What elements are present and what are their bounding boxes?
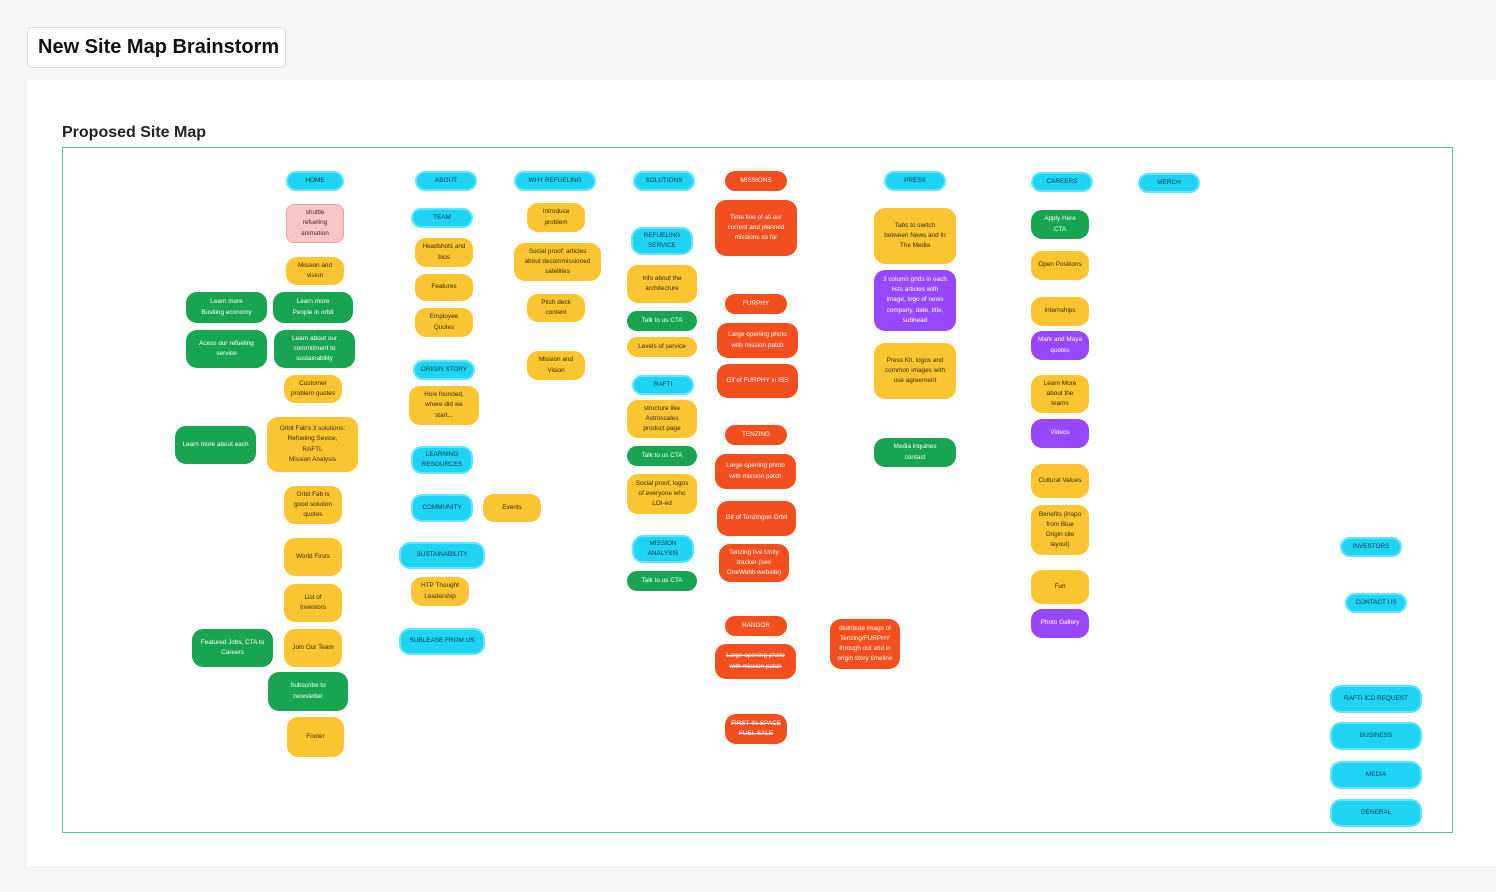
- node-media[interactable]: MEDIA: [1330, 761, 1422, 789]
- node-join-our-team[interactable]: Join Our Team: [284, 629, 342, 667]
- node-learn-more-people-in-orbit[interactable]: Learn more People in orbit: [273, 292, 353, 323]
- node-tenzing-live-tracker[interactable]: Tenzing live Unity tracker (see OneWebb …: [719, 544, 789, 582]
- node-cultural-values[interactable]: Cultural Values: [1031, 464, 1089, 498]
- node-rangor-photo[interactable]: Large opening photo with mission patch: [715, 644, 796, 679]
- node-merch[interactable]: MERCH: [1138, 173, 1200, 193]
- node-press-kit[interactable]: Press Kit, logos and common images with …: [874, 343, 956, 399]
- node-info-architecture[interactable]: Info about the architecture: [627, 265, 697, 303]
- node-good-solution-quotes[interactable]: Orbit Fab is good solution quotes: [284, 486, 342, 524]
- node-open-positions[interactable]: Open Positions: [1031, 251, 1089, 280]
- node-talk-to-us-cta-3[interactable]: Talk to us CTA: [627, 571, 697, 591]
- node-column-grids[interactable]: 3 column grids in each lists articles wi…: [874, 270, 956, 331]
- node-pitch-deck-content[interactable]: Pitch deck content: [527, 294, 585, 322]
- node-origin-story[interactable]: ORIGIN STORY: [413, 360, 475, 380]
- node-refueling-service[interactable]: REFUELING SERVICE: [631, 227, 693, 255]
- node-social-proof-logos[interactable]: Social proof, logos of everyone who LOI-…: [627, 474, 697, 514]
- node-benefits[interactable]: Benefits (inspo from Blue Origin site la…: [1031, 505, 1089, 555]
- node-photo-gallery[interactable]: Photo Gallery: [1031, 609, 1089, 638]
- node-investors[interactable]: INVESTORS: [1340, 537, 1402, 557]
- node-headshots-and-bios[interactable]: Headshots and bios: [415, 238, 473, 267]
- section-title: Proposed Site Map: [62, 124, 207, 141]
- node-orbit-fab-3-solutions[interactable]: Orbit Fab's 3 solutions: Refueling Sevic…: [267, 417, 358, 472]
- node-learn-commitment-sustainability[interactable]: Learn about our commitment to sustainabi…: [274, 330, 355, 368]
- node-list-of-investors[interactable]: List of Investors: [284, 584, 342, 622]
- node-missions[interactable]: MISSIONS: [725, 171, 787, 191]
- site-map-frame[interactable]: [62, 147, 1453, 833]
- node-distribute-images[interactable]: distribute imags of Tenzing/FURPHY throu…: [830, 619, 900, 669]
- board-title: New Site Map Brainstorm: [27, 27, 286, 68]
- node-features[interactable]: Features: [415, 274, 473, 301]
- node-home[interactable]: HOME: [286, 171, 344, 191]
- node-customer-problem-quotes[interactable]: Customer problem quotes: [284, 375, 342, 403]
- node-introduce-problem[interactable]: Introduce problem: [527, 203, 585, 232]
- node-tenzing-photo[interactable]: Large opening photo with mission patch: [715, 454, 796, 489]
- node-htp-thought-leadership[interactable]: HTP Thought Leadership: [411, 577, 469, 606]
- node-learn-more-about-each[interactable]: Learn more about each: [175, 426, 256, 464]
- node-sublease-from-us[interactable]: SUBLEASE FROM US: [399, 628, 485, 655]
- node-videos[interactable]: Videos: [1031, 419, 1089, 448]
- node-how-founded[interactable]: How founded, where did we start...: [409, 386, 479, 425]
- node-world-firsts[interactable]: World Firsts: [284, 538, 342, 576]
- node-first-in-space-fuel-sale[interactable]: FIRST-IN-SPACE FUEL SALE: [725, 714, 787, 744]
- node-talk-to-us-cta-2[interactable]: Talk to us CTA: [627, 446, 697, 466]
- node-solutions[interactable]: SOLUTIONS: [633, 171, 695, 191]
- node-featured-jobs[interactable]: Featured Jobs, CTA to Careers: [192, 629, 273, 667]
- node-media-inquiries[interactable]: Media inquiries contact: [874, 438, 956, 467]
- node-press[interactable]: PRESS: [884, 171, 946, 191]
- node-learning-resources[interactable]: LEARNING RESOURCES: [411, 446, 473, 474]
- node-subscribe-newsletter[interactable]: Subscribe to newsletter: [268, 672, 348, 711]
- node-events[interactable]: Events: [483, 494, 541, 522]
- node-apply-here-cta[interactable]: Apply Here CTA: [1031, 210, 1089, 239]
- node-employee-quotes[interactable]: Employee Quotes: [415, 308, 473, 337]
- node-shuttle-refueling-animation[interactable]: shuttle refueling animation: [286, 204, 344, 243]
- node-learn-more-teams[interactable]: Learn More about the teams: [1031, 375, 1089, 413]
- node-careers[interactable]: CAREERS: [1031, 172, 1093, 192]
- node-gif-tenzingon-orbit[interactable]: Gif of Tenzingon Orbit: [717, 501, 796, 536]
- node-structure-like-astroscales[interactable]: structure like Astroscales product page: [627, 400, 697, 438]
- node-rafti[interactable]: RAFTI: [632, 375, 694, 395]
- node-timeline-missions[interactable]: Time line of all our current and planned…: [715, 200, 797, 256]
- node-sustainability[interactable]: SUSTAINABILITY: [399, 542, 485, 569]
- node-internships[interactable]: Internships: [1031, 297, 1089, 326]
- node-talk-to-us-cta-1[interactable]: Talk to us CTA: [627, 311, 697, 331]
- node-levels-of-service[interactable]: Levels of service: [627, 337, 697, 357]
- node-mark-maya-quotes[interactable]: Mark and Maya quotes: [1031, 331, 1089, 360]
- node-furphy[interactable]: FURPHY: [725, 294, 787, 314]
- node-business[interactable]: BUSINESS: [1330, 722, 1422, 750]
- node-social-proof-articles[interactable]: Social proof: articles about decommissio…: [514, 243, 601, 281]
- node-about[interactable]: ABOUT: [415, 171, 477, 191]
- node-mission-and-vision-2[interactable]: Mission and Vision: [527, 351, 585, 380]
- node-rangor[interactable]: RANGOR: [725, 616, 787, 636]
- node-why-refueling[interactable]: WHY REFUELING: [514, 171, 596, 191]
- node-tenzing[interactable]: TENZING: [725, 425, 787, 445]
- node-fun[interactable]: Fun: [1031, 570, 1089, 604]
- node-footer[interactable]: Footer: [287, 717, 344, 757]
- node-furphy-photo[interactable]: Large opening photo with mission patch: [717, 323, 798, 358]
- node-rafti-icd-request[interactable]: RAFTI ICD REQUEST: [1330, 685, 1422, 713]
- node-team[interactable]: TEAM: [411, 208, 473, 228]
- node-tabs-news-media[interactable]: Tabs to switch between News and In The M…: [874, 208, 956, 264]
- node-access-refueling-service[interactable]: Acess our refueling service: [186, 330, 267, 368]
- node-mission-analysis[interactable]: MISSION ANALYSIS: [632, 535, 694, 563]
- node-community[interactable]: COMMUNITY: [411, 494, 473, 522]
- node-general[interactable]: GENERAL: [1330, 799, 1422, 827]
- node-learn-more-bustling-economy[interactable]: Learn more Bustling economy: [186, 292, 267, 323]
- node-gif-furphy-iss[interactable]: Gif of FURPHY in ISS: [717, 364, 798, 398]
- node-contact-us[interactable]: CONTACT US: [1345, 593, 1407, 613]
- node-mission-and-vision[interactable]: Mission and vision: [286, 257, 344, 285]
